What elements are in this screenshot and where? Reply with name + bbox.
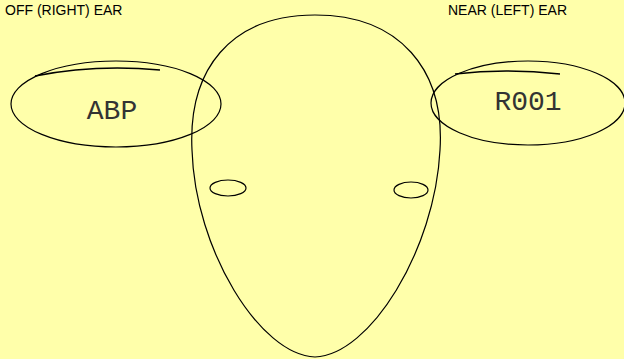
right-eye	[394, 182, 428, 198]
tag-number: ABP	[87, 96, 137, 127]
tag-number: R001	[494, 87, 561, 118]
ear-heading: OFF (RIGHT) EAR	[5, 2, 122, 18]
ear-tag: OFF (RIGHT) EARABP	[10, 60, 222, 148]
tag-strip	[35, 68, 160, 76]
tag-strip	[455, 71, 560, 74]
head-outline	[192, 15, 441, 357]
ear-ellipse	[11, 61, 221, 147]
ear-tag: NEAR (LEFT) EARR001	[430, 60, 624, 146]
left-eye	[210, 180, 246, 196]
ear-heading: NEAR (LEFT) EAR	[448, 2, 567, 18]
ear-ellipse	[431, 61, 624, 145]
